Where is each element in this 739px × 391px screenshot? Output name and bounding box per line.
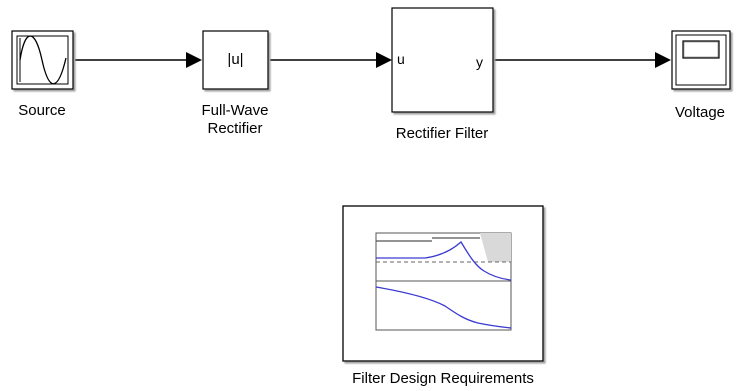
full-wave-rectifier-block[interactable]	[202, 30, 269, 90]
voltage-label: Voltage	[674, 104, 726, 121]
filter-design-requirements-label: Filter Design Requirements	[352, 370, 534, 387]
rectifier-filter-block[interactable]	[391, 7, 494, 113]
voltage-scope-block[interactable]	[671, 30, 731, 90]
arrowhead-filter-input	[376, 52, 392, 68]
filter-design-requirements-block[interactable]	[342, 205, 544, 362]
rectifier-filter-label: Rectifier Filter	[395, 125, 489, 142]
filter-input-port-label: u	[397, 51, 405, 67]
source-label: Source	[18, 102, 66, 119]
rectifier-abs-symbol: |u|	[227, 51, 244, 68]
arrowhead-rectifier-input	[186, 52, 202, 68]
rectifier-label-line1: Full-Wave	[201, 102, 269, 119]
bode-plot-icon	[375, 232, 512, 331]
source-block[interactable]	[11, 30, 74, 90]
sine-wave-icon	[19, 35, 67, 85]
arrowheads	[186, 52, 671, 68]
filter-output-port-label: y	[476, 54, 483, 70]
rectifier-label-line2: Rectifier	[207, 120, 263, 137]
arrowhead-voltage-input	[655, 52, 671, 68]
scope-icon	[675, 34, 727, 86]
